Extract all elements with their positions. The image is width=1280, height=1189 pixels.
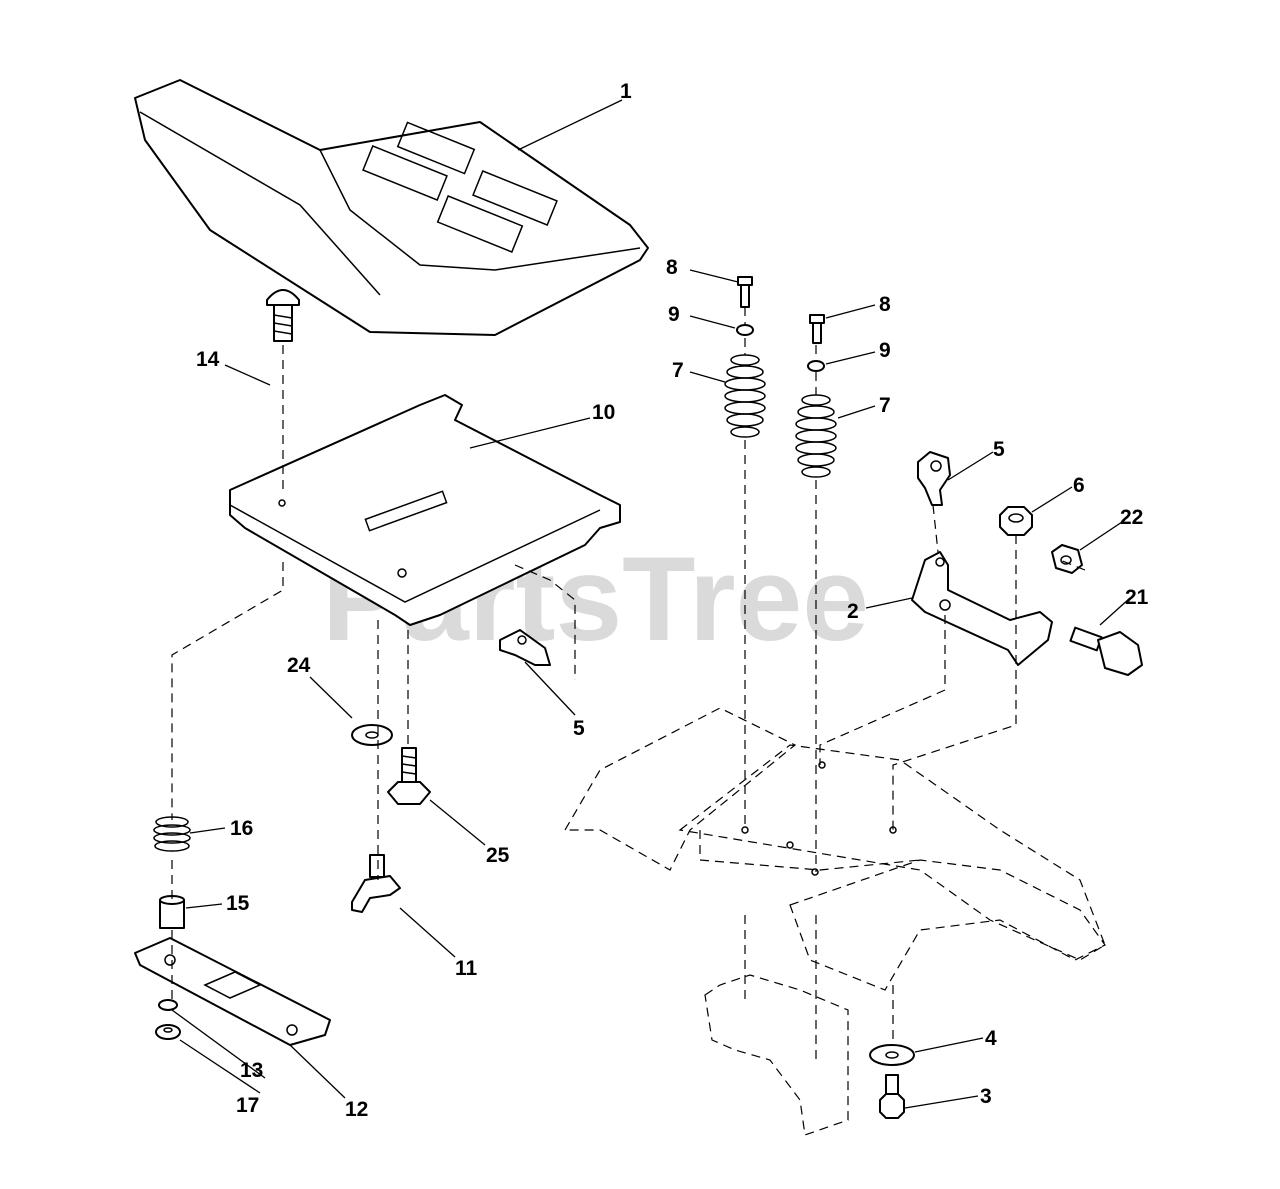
callout-24: 24: [287, 654, 311, 677]
washer-part-9-left: [736, 324, 754, 336]
callout-2: 2: [847, 600, 859, 623]
callout-7-right: 7: [879, 394, 891, 417]
clip-part-lower: [499, 629, 551, 666]
bolt-part-3: [879, 1074, 905, 1119]
shoulder-bolt-part-21: [1069, 626, 1143, 676]
bolt-part-8-left: [737, 276, 753, 308]
callout-17: 17: [236, 1094, 259, 1117]
callout-6: 6: [1073, 474, 1085, 497]
callout-labels: 1 10 14 5 24 25 11 16 15 13 17 12 8 9 7 …: [196, 80, 1149, 1121]
callout-11: 11: [455, 957, 478, 980]
callout-25: 25: [486, 844, 510, 867]
callout-5-upper: 5: [993, 438, 1005, 461]
callout-8-left: 8: [666, 256, 678, 279]
washer-part-9-right: [807, 360, 825, 372]
plate-part: [134, 937, 331, 1046]
seat-part: [134, 79, 649, 336]
callout-9-left: 9: [668, 303, 680, 326]
knob-part: [351, 854, 401, 913]
callout-15: 15: [226, 892, 250, 915]
clip-part-upper: [917, 451, 951, 506]
bracket-part: [911, 551, 1053, 666]
callout-7-left: 7: [672, 359, 684, 382]
shoulder-bolt-part: [387, 747, 431, 805]
bushing-part: [159, 895, 185, 929]
callout-13: 13: [240, 1059, 263, 1082]
washer-part-13: [158, 999, 178, 1011]
callout-8-right: 8: [879, 293, 891, 316]
spring-part-7-right: [795, 394, 837, 478]
callout-12: 12: [345, 1098, 368, 1121]
frame-dashed: [563, 707, 1106, 1136]
callout-3: 3: [980, 1085, 992, 1108]
washer-part-24: [351, 724, 393, 746]
callout-22: 22: [1120, 506, 1143, 529]
callout-10: 10: [592, 401, 615, 424]
carriage-bolt-part: [266, 289, 300, 342]
callout-14: 14: [196, 348, 220, 371]
spring-part-16: [153, 816, 191, 852]
callout-16: 16: [230, 817, 253, 840]
bolt-part-8-right: [809, 314, 825, 344]
callout-21: 21: [1125, 586, 1149, 609]
leader-lines: [171, 99, 1131, 1109]
washer-part-4: [869, 1044, 915, 1066]
nut-part-6: [999, 506, 1033, 536]
nut-part-17: [155, 1024, 181, 1040]
callout-1: 1: [620, 80, 632, 103]
alignment-lines: [171, 307, 1086, 1060]
seat-pan-part: [229, 394, 621, 626]
spring-part-7-left: [724, 354, 766, 438]
callout-4: 4: [985, 1027, 997, 1050]
callout-5-lower: 5: [573, 717, 585, 740]
nut-part-22: [1051, 544, 1083, 574]
callout-9-right: 9: [879, 339, 891, 362]
